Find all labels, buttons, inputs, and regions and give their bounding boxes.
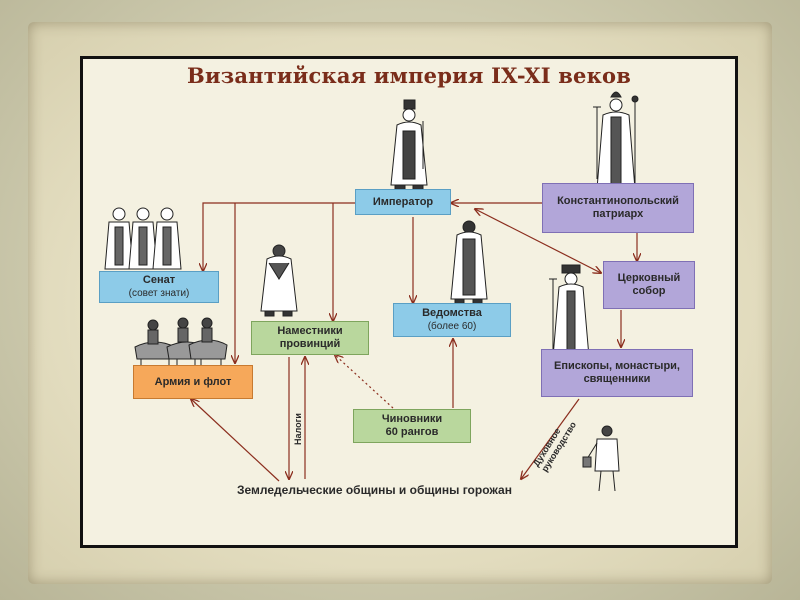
box-council-line1: Церковный — [617, 272, 681, 284]
box-ministries-sub: (более 60) — [427, 321, 477, 332]
box-patriarch: Константинопольский патриарх — [542, 183, 694, 233]
box-governors-line2: провинций — [279, 338, 341, 350]
arrow-officials-governors — [335, 355, 394, 409]
box-patriarch-line1: Константинопольский — [557, 195, 679, 207]
box-bishops-line1: Епископы, монастыри, — [553, 360, 680, 372]
label-communities: Земледельческие общины и общины горожан — [237, 483, 512, 497]
box-bishops: Епископы, монастыри, священники — [541, 349, 693, 397]
box-army: Армия и флот — [133, 365, 253, 399]
box-officials-line1: Чиновники — [381, 413, 443, 425]
box-council-line2: собор — [632, 285, 666, 297]
diagram-frame: Византийская империя IX-XI веков Императ… — [80, 56, 738, 548]
box-senate-label: Сенат — [142, 274, 176, 286]
arrow-emperor-council — [475, 209, 601, 273]
diagram-title: Византийская империя IX-XI веков — [187, 63, 631, 88]
emperor-figure — [390, 99, 428, 191]
box-officials-line2: 60 рангов — [385, 426, 439, 438]
box-ministries-label: Ведомства — [422, 307, 482, 319]
box-senate: Сенат (совет знати) — [99, 271, 219, 303]
governor-figure — [260, 244, 298, 317]
official-figure — [450, 220, 488, 305]
box-officials: Чиновники 60 рангов — [353, 409, 471, 443]
arrow-communities-army — [191, 399, 280, 482]
arrow-emperor-senate — [203, 202, 355, 271]
label-taxes: Налоги — [293, 413, 303, 445]
diagram-canvas — [104, 91, 735, 492]
box-senate-sub: (совет знати) — [128, 288, 190, 299]
box-bishops-line2: священники — [583, 373, 651, 385]
box-governors: Наместники провинций — [251, 321, 369, 355]
box-governors-line1: Наместники — [277, 325, 343, 337]
cavalry-figure — [134, 317, 228, 371]
patriarch-figure — [593, 91, 639, 190]
box-emperor: Император — [355, 189, 451, 215]
box-ministries: Ведомства (более 60) — [393, 303, 511, 337]
box-army-label: Армия и флот — [154, 375, 232, 388]
box-patriarch-line2: патриарх — [592, 208, 644, 220]
box-emperor-label: Император — [372, 195, 434, 208]
bishop-figure — [549, 264, 590, 358]
peasant-figure — [582, 425, 620, 492]
box-church-council: Церковный собор — [603, 261, 695, 309]
arrow-bishops-communities — [521, 398, 580, 479]
senators-figure — [104, 207, 182, 270]
